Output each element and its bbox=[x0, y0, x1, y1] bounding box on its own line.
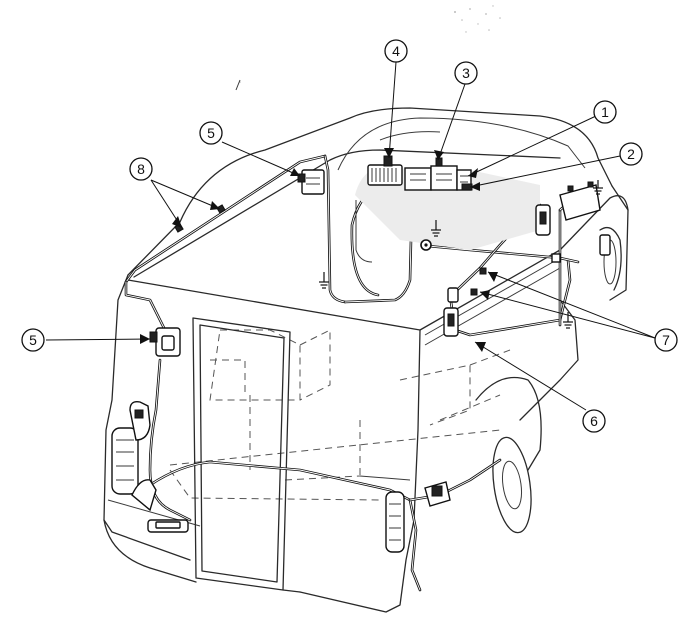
cab-interior bbox=[355, 168, 540, 263]
callout-5-upper-label: 5 bbox=[207, 125, 215, 141]
center-connector bbox=[420, 239, 432, 251]
fuse-box-component-3 bbox=[404, 157, 458, 191]
callout-3-label: 3 bbox=[462, 65, 470, 81]
ground-symbol bbox=[563, 312, 573, 329]
callout-8-label: 8 bbox=[137, 161, 145, 177]
ground-symbol bbox=[593, 180, 603, 195]
callout-3: 3 bbox=[454, 61, 478, 85]
front-lamp bbox=[535, 204, 611, 256]
callout-2-label: 2 bbox=[627, 146, 635, 162]
callout-4: 4 bbox=[384, 39, 408, 63]
dome-lamp-upper-component-5 bbox=[297, 169, 325, 195]
callout-1: 1 bbox=[593, 100, 617, 124]
callout-1-label: 1 bbox=[601, 104, 609, 120]
callout-4-label: 4 bbox=[392, 43, 400, 59]
arrowheads bbox=[140, 148, 498, 352]
scan-speckle bbox=[239, 5, 501, 83]
battery bbox=[559, 181, 601, 221]
ground-symbols bbox=[319, 180, 603, 329]
leader-lines bbox=[45, 61, 656, 411]
stray-mark bbox=[235, 79, 241, 91]
grommets bbox=[470, 253, 561, 296]
callout-7-label: 7 bbox=[662, 332, 670, 348]
callout-8: 8 bbox=[129, 157, 153, 181]
callout-5-lower-label: 5 bbox=[29, 332, 37, 348]
right-tail-light bbox=[385, 481, 451, 553]
side-lamp-component-6 bbox=[443, 287, 459, 337]
hidden-lines bbox=[169, 329, 511, 501]
ground-symbol bbox=[319, 272, 329, 289]
callout-7: 7 bbox=[654, 328, 678, 352]
callout-5-lower: 5 bbox=[21, 328, 45, 352]
relay-block-component-4 bbox=[367, 155, 403, 186]
callout-6: 6 bbox=[582, 409, 606, 433]
wiring-harness bbox=[124, 154, 600, 592]
vehicle-body bbox=[103, 107, 629, 613]
rear-door bbox=[192, 317, 291, 591]
callout-2: 2 bbox=[619, 142, 643, 166]
callout-5-upper: 5 bbox=[199, 121, 223, 145]
left-tail-light bbox=[111, 400, 157, 512]
number-plate-lamp bbox=[147, 519, 189, 533]
rear-lamp-component-5 bbox=[149, 327, 181, 357]
ground-symbol bbox=[431, 220, 441, 237]
callout-6-label: 6 bbox=[590, 413, 598, 429]
